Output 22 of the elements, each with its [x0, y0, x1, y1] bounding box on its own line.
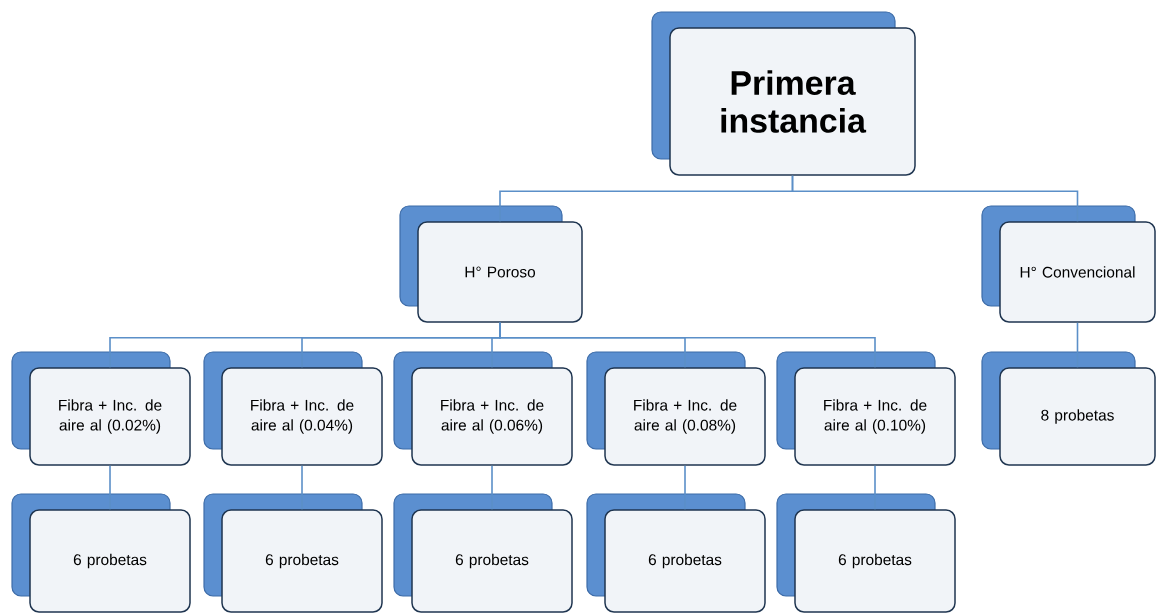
process-box: Fibra + Inc. de aire al (0.02%): [11, 351, 191, 466]
process-box: H° Convencional: [981, 205, 1156, 323]
connector-line: [1076, 321, 1079, 369]
process-box: 8 probetas: [981, 351, 1156, 466]
process-box: Primera instancia: [651, 11, 916, 176]
process-box: 6 probetas: [203, 493, 383, 613]
process-box: Fibra + Inc. de aire al (0.06%): [393, 351, 573, 466]
process-box: Fibra + Inc. de aire al (0.04%): [203, 351, 383, 466]
connector-line: [301, 464, 303, 511]
connector-line: [791, 174, 1079, 223]
connector-line: [491, 464, 493, 511]
connector-line: [499, 321, 876, 369]
connector-line: [874, 464, 876, 511]
process-box: 6 probetas: [393, 493, 573, 613]
process-box: Fibra + Inc. de aire al (0.10%): [776, 351, 956, 466]
process-box: 6 probetas: [11, 493, 191, 613]
process-box: 6 probetas: [586, 493, 766, 613]
connector-line: [109, 464, 111, 511]
process-box: H° Poroso: [399, 205, 583, 323]
connector-line: [684, 464, 686, 511]
process-box: 6 probetas: [776, 493, 956, 613]
process-box: Fibra + Inc. de aire al (0.08%): [586, 351, 766, 466]
